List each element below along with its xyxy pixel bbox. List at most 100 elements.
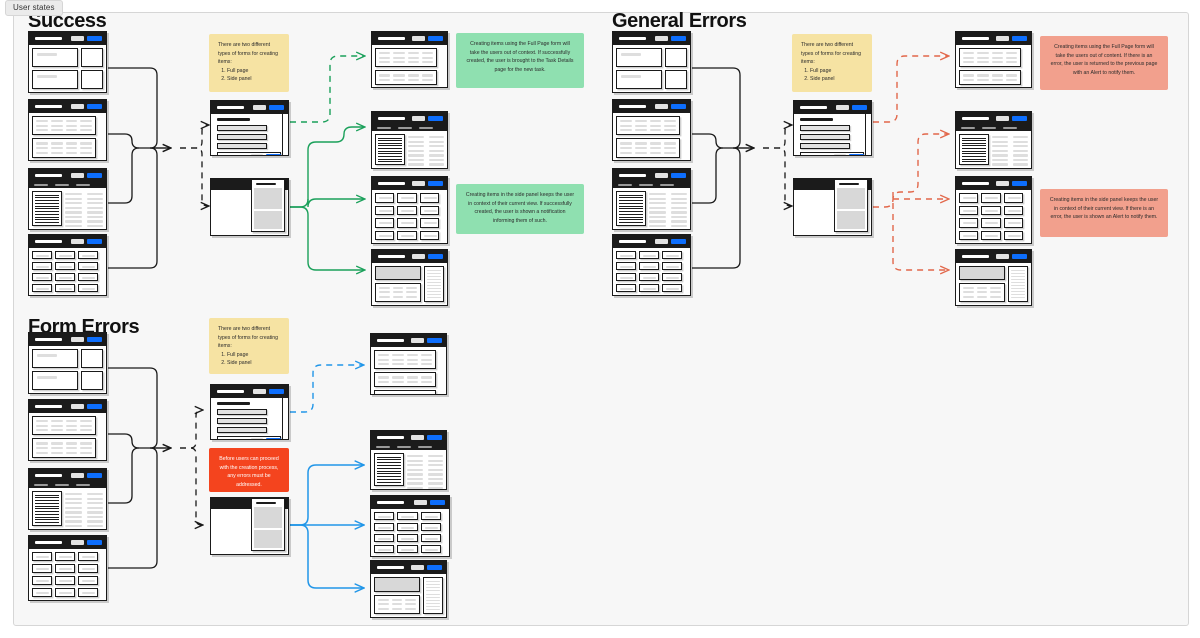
screen-success-result-grid[interactable]: [371, 176, 448, 244]
secondary-button[interactable]: [71, 239, 84, 244]
form-field[interactable]: [217, 408, 267, 416]
screen-success-detail[interactable]: [28, 31, 107, 93]
sidebar-nav[interactable]: [374, 453, 404, 486]
secondary-button[interactable]: [412, 36, 425, 41]
secondary-button[interactable]: [996, 36, 1009, 41]
secondary-button[interactable]: [412, 181, 425, 186]
cancel-button[interactable]: [251, 438, 263, 439]
screen-success-result-dashboard[interactable]: [371, 249, 448, 306]
screen-success-result-list[interactable]: [371, 31, 448, 88]
form-field[interactable]: [217, 124, 267, 132]
primary-button[interactable]: [427, 565, 442, 570]
primary-button[interactable]: [427, 338, 442, 343]
submit-button[interactable]: [266, 154, 281, 155]
secondary-button[interactable]: [655, 239, 668, 244]
primary-button[interactable]: [1012, 254, 1027, 259]
screen-formerr-result-dashboard[interactable]: [370, 560, 447, 618]
screen-success-table[interactable]: [28, 168, 107, 230]
sidebar-nav[interactable]: [32, 491, 62, 526]
panel-field-block[interactable]: [836, 210, 865, 229]
primary-button[interactable]: [428, 116, 443, 121]
secondary-button[interactable]: [71, 337, 84, 342]
secondary-button[interactable]: [414, 500, 427, 505]
panel-field-block[interactable]: [253, 507, 282, 528]
form-field[interactable]: [800, 124, 850, 132]
sub-navigation[interactable]: [956, 125, 1031, 131]
secondary-button[interactable]: [836, 105, 849, 110]
cancel-button[interactable]: [834, 154, 846, 155]
secondary-button[interactable]: [411, 338, 424, 343]
secondary-button[interactable]: [71, 473, 84, 478]
primary-button[interactable]: [671, 36, 686, 41]
sub-navigation[interactable]: [371, 444, 446, 450]
primary-button[interactable]: [671, 173, 686, 178]
side-panel[interactable]: [250, 179, 285, 232]
screen-general-list[interactable]: [612, 99, 691, 161]
primary-button[interactable]: [1012, 116, 1027, 121]
sidebar-nav[interactable]: [375, 134, 405, 165]
sidebar-nav[interactable]: [616, 191, 646, 226]
screen-general-fullpage-form[interactable]: [793, 100, 872, 156]
primary-button[interactable]: [428, 254, 443, 259]
screen-formerr-result-grid[interactable]: [370, 495, 450, 557]
secondary-button[interactable]: [71, 173, 84, 178]
primary-button[interactable]: [269, 389, 284, 394]
primary-button[interactable]: [428, 181, 443, 186]
form-textarea[interactable]: [800, 152, 865, 155]
screen-general-result-grid[interactable]: [955, 176, 1032, 244]
screen-formerr-detail[interactable]: [28, 332, 107, 394]
screen-formerr-list[interactable]: [28, 399, 107, 461]
form-field[interactable]: [800, 133, 850, 141]
primary-button[interactable]: [428, 36, 443, 41]
primary-button[interactable]: [1012, 181, 1027, 186]
cancel-button[interactable]: [251, 154, 263, 155]
form-textarea[interactable]: [217, 152, 282, 155]
sub-navigation[interactable]: [29, 482, 106, 488]
primary-button[interactable]: [671, 104, 686, 109]
form-textarea[interactable]: [217, 436, 282, 439]
primary-button[interactable]: [87, 173, 102, 178]
sidebar-nav[interactable]: [959, 134, 989, 165]
side-panel[interactable]: [250, 498, 285, 551]
primary-button[interactable]: [1012, 36, 1027, 41]
secondary-button[interactable]: [71, 36, 84, 41]
primary-button[interactable]: [87, 404, 102, 409]
screen-formerr-fullpage-form[interactable]: [210, 384, 289, 440]
primary-button[interactable]: [852, 105, 867, 110]
primary-button[interactable]: [269, 105, 284, 110]
sub-navigation[interactable]: [372, 125, 447, 131]
primary-button[interactable]: [427, 435, 442, 440]
screen-general-detail[interactable]: [612, 31, 691, 93]
secondary-button[interactable]: [655, 104, 668, 109]
secondary-button[interactable]: [655, 36, 668, 41]
side-panel[interactable]: [833, 179, 868, 232]
submit-button[interactable]: [849, 154, 864, 155]
screen-success-result-table[interactable]: [371, 111, 448, 169]
board-tab-label[interactable]: User states: [5, 0, 63, 16]
screen-general-result-table[interactable]: [955, 111, 1032, 169]
screen-formerr-table[interactable]: [28, 468, 107, 530]
panel-field-block[interactable]: [253, 188, 282, 209]
primary-button[interactable]: [671, 239, 686, 244]
screen-formerr-result-table[interactable]: [370, 430, 447, 490]
secondary-button[interactable]: [412, 254, 425, 259]
secondary-button[interactable]: [71, 404, 84, 409]
screen-formerr-grid[interactable]: [28, 535, 107, 601]
primary-button[interactable]: [87, 104, 102, 109]
secondary-button[interactable]: [71, 104, 84, 109]
form-field[interactable]: [800, 142, 850, 150]
screen-success-fullpage-form[interactable]: [210, 100, 289, 156]
secondary-button[interactable]: [996, 116, 1009, 121]
form-field[interactable]: [217, 426, 267, 434]
screen-general-sidepanel-form[interactable]: [793, 178, 872, 236]
panel-field-block[interactable]: [253, 529, 282, 548]
primary-button[interactable]: [87, 473, 102, 478]
screen-success-sidepanel-form[interactable]: [210, 178, 289, 236]
primary-button[interactable]: [87, 36, 102, 41]
sub-navigation[interactable]: [29, 182, 106, 188]
secondary-button[interactable]: [412, 116, 425, 121]
form-field[interactable]: [217, 142, 267, 150]
panel-field-block[interactable]: [253, 210, 282, 229]
screen-general-table[interactable]: [612, 168, 691, 230]
screen-general-result-list[interactable]: [955, 31, 1032, 88]
